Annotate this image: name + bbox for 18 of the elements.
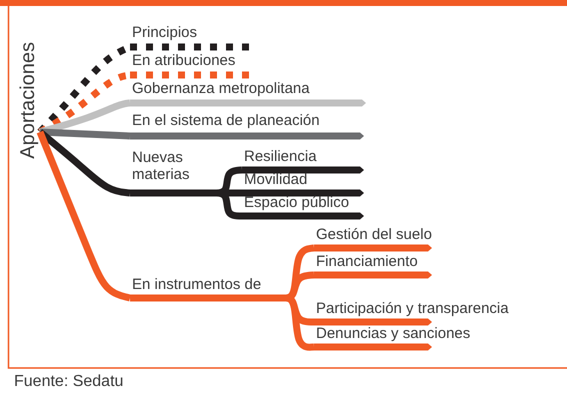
branch-line [38,129,130,196]
branch-label: Espacio público [244,194,350,211]
branch-label: En atribuciones [132,52,236,69]
branch-label: Principios [132,24,198,41]
branch-label: Participación y transparencia [316,300,510,317]
branch-label: Denuncias y sanciones [316,325,472,342]
branch-label: Resiliencia [244,148,318,165]
branch-label: Nuevas materias [132,149,191,183]
root-label: Aportaciones [17,42,39,159]
branch-label: Gobernanza metropolitana [132,80,311,97]
branch-line [36,130,131,302]
branch-label: En instrumentos de [132,276,262,293]
branch-label: En el sistema de planeación [132,112,321,129]
branch-label: Financiamiento [316,253,419,270]
source-note: Fuente: Sedatu [14,373,124,391]
branch-label: Movilidad [244,171,308,188]
branch-line [40,128,130,140]
branch-label: Gestión del suelo [316,226,433,243]
